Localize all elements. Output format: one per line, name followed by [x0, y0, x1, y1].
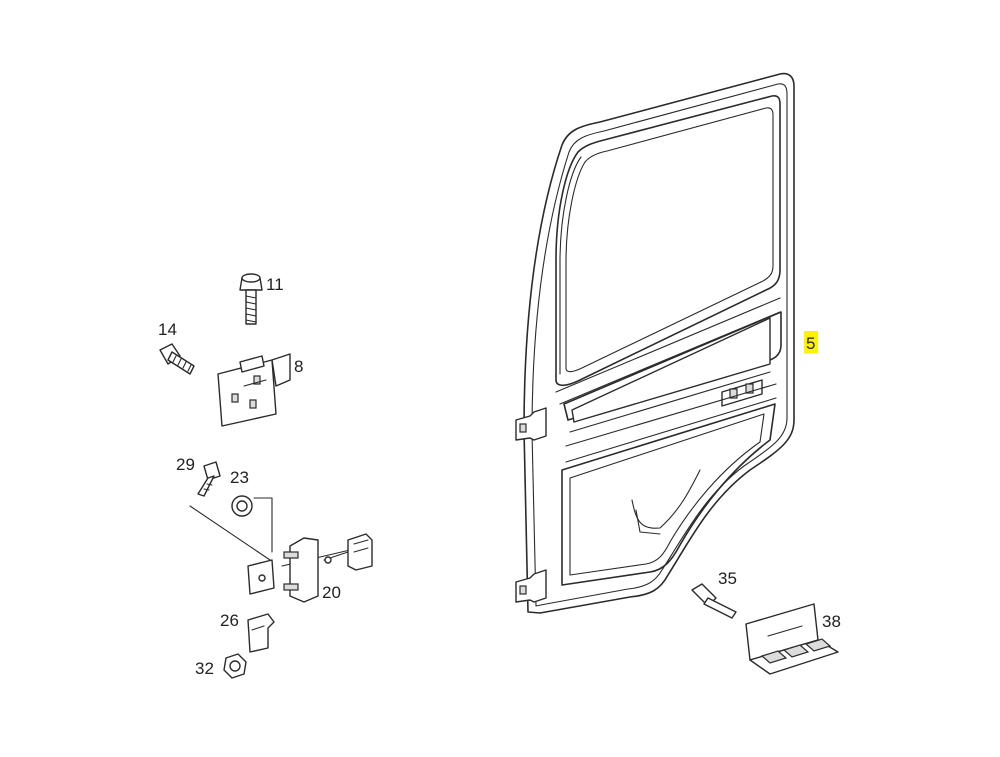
callout-striker: 20	[322, 583, 341, 602]
callout-bolt-top: 11	[266, 275, 284, 294]
callout-bolt-left: 14	[158, 320, 177, 339]
callout-hinge-upper: 8	[294, 357, 303, 376]
callout-bracket: 38	[822, 612, 841, 631]
callout-nut-flange: 23	[230, 468, 249, 487]
callout-clip: 26	[220, 611, 239, 630]
striker-20[interactable]	[247, 533, 373, 603]
nut-23[interactable]	[231, 495, 253, 517]
door-assembly[interactable]	[515, 72, 795, 614]
hinge-8[interactable]	[217, 353, 291, 427]
callout-door: 5	[806, 334, 815, 353]
callout-pin: 35	[718, 569, 737, 588]
clip-26[interactable]	[247, 613, 275, 653]
callout-nut: 32	[195, 659, 214, 678]
callout-highlight	[804, 331, 818, 353]
connector-lines	[189, 497, 351, 567]
bolt-29[interactable]	[197, 461, 221, 497]
bolt-11[interactable]	[239, 273, 263, 325]
nut-32[interactable]	[223, 653, 247, 679]
callout-bolt-small: 29	[176, 455, 195, 474]
pin-35[interactable]	[691, 583, 737, 619]
bracket-38[interactable]	[745, 603, 839, 675]
bolt-14[interactable]	[159, 343, 195, 375]
